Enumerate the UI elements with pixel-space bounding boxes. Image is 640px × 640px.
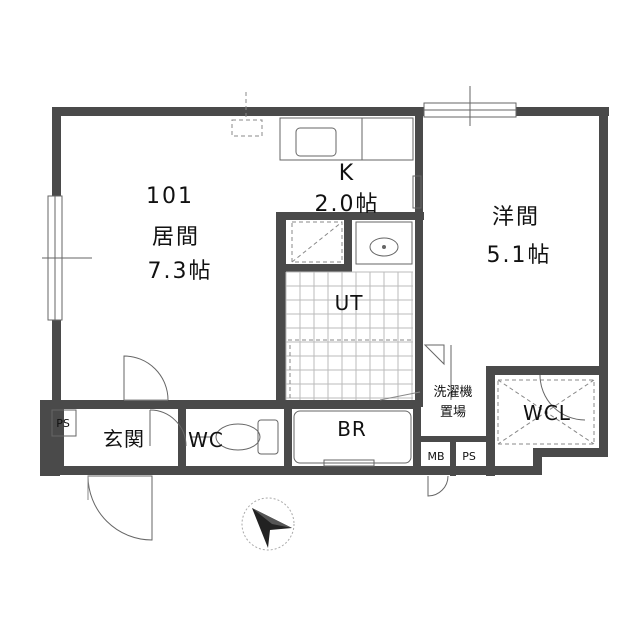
north-arrow-icon: [241, 497, 295, 551]
living-number: 101: [146, 184, 194, 209]
toilet-name: WC: [188, 428, 224, 452]
laundry-line2: 置場: [440, 405, 466, 420]
window-left: [42, 195, 92, 321]
pipe-space-right-label: PS: [462, 450, 476, 463]
interior-walls: [52, 107, 608, 476]
wash-basin: [355, 221, 413, 265]
meter-box-door: [427, 475, 449, 497]
kitchen-size: 2.0帖: [315, 192, 380, 217]
kitchen-counter: [279, 117, 422, 209]
living-door: [123, 355, 169, 401]
closet-name: WCL: [523, 401, 571, 425]
western-name: 洋間: [492, 205, 540, 230]
toilet-fixture: [190, 419, 279, 455]
western-size: 5.1帖: [487, 243, 552, 268]
laundry-line1: 洗濯機: [433, 385, 472, 400]
western-door: [379, 344, 452, 401]
closet-detail: [497, 374, 595, 445]
utility-name: UT: [335, 291, 364, 315]
pipe-space-left-label: PS: [56, 417, 70, 430]
bath-name: BR: [337, 417, 367, 441]
meter-box-label: MB: [427, 450, 444, 463]
entrance-name: 玄関: [103, 427, 145, 451]
utility-tiles: [285, 271, 413, 400]
entrance-door: [87, 475, 153, 541]
ceiling-fixture: [231, 119, 263, 137]
fridge-space: [291, 221, 343, 263]
living-size: 7.3帖: [148, 259, 213, 284]
bathtub: [293, 410, 412, 467]
pipe-space-left-box: [51, 409, 77, 437]
toilet-door: [149, 409, 187, 447]
kitchen-name: K: [339, 161, 355, 186]
living-name: 居間: [152, 225, 200, 250]
window-top: [423, 86, 517, 126]
